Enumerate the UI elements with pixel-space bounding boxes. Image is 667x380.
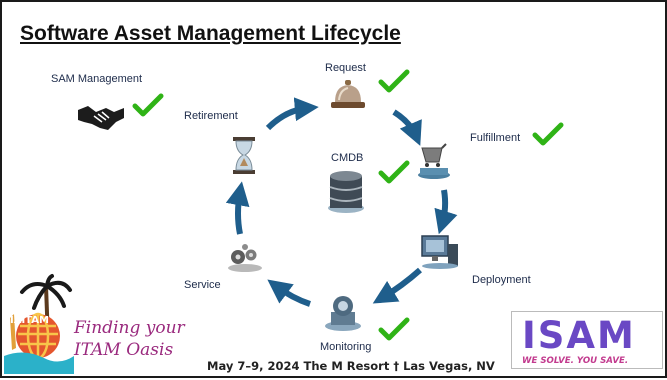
label-service: Service bbox=[184, 279, 221, 291]
arrow-monitoring-to-service bbox=[267, 279, 311, 307]
event-footer: May 7–9, 2024 The M Resort † Las Vegas, … bbox=[207, 359, 495, 373]
check-icon-sam bbox=[132, 93, 164, 117]
slide-title: Software Asset Management Lifecycle bbox=[20, 22, 401, 45]
arrow-request-to-fulfillment bbox=[392, 109, 422, 146]
arrow-retirement-to-request bbox=[265, 97, 319, 131]
oasis-line-2: ITAM Oasis bbox=[74, 340, 174, 360]
label-sam-management: SAM Management bbox=[51, 73, 143, 85]
label-cmdb: CMDB bbox=[331, 152, 364, 164]
iaitam-badge: IAITAM bbox=[10, 315, 49, 326]
handshake-icon bbox=[78, 106, 124, 130]
isam-logo: ISAM WE SOLVE. YOU SAVE. bbox=[511, 311, 663, 369]
database-icon bbox=[328, 171, 364, 213]
check-icon-cmdb bbox=[378, 160, 410, 184]
label-retirement: Retirement bbox=[184, 110, 238, 122]
label-fulfillment: Fulfillment bbox=[470, 132, 521, 144]
label-deployment: Deployment bbox=[472, 274, 531, 286]
check-icon-request bbox=[378, 69, 410, 93]
check-icon-fulfillment bbox=[532, 122, 564, 146]
arrow-service-to-retirement bbox=[225, 181, 250, 235]
isam-tagline: WE SOLVE. YOU SAVE. bbox=[522, 356, 629, 366]
isam-wordmark: ISAM bbox=[522, 314, 636, 357]
iaitam-oasis-logo bbox=[4, 274, 74, 374]
arrow-deployment-to-monitoring bbox=[372, 267, 422, 304]
gears-icon bbox=[228, 244, 262, 272]
oasis-line-1: Finding your bbox=[74, 318, 185, 338]
label-monitoring: Monitoring bbox=[320, 341, 372, 353]
service-bell-icon bbox=[331, 80, 365, 108]
check-icon-monitoring bbox=[378, 317, 410, 341]
deployment-monitor-icon bbox=[421, 235, 458, 269]
label-request: Request bbox=[325, 62, 366, 74]
arrow-fulfillment-to-deployment bbox=[434, 189, 458, 235]
shopping-cart-icon bbox=[418, 143, 450, 179]
hourglass-icon bbox=[233, 137, 255, 174]
monitoring-icon bbox=[325, 296, 361, 331]
